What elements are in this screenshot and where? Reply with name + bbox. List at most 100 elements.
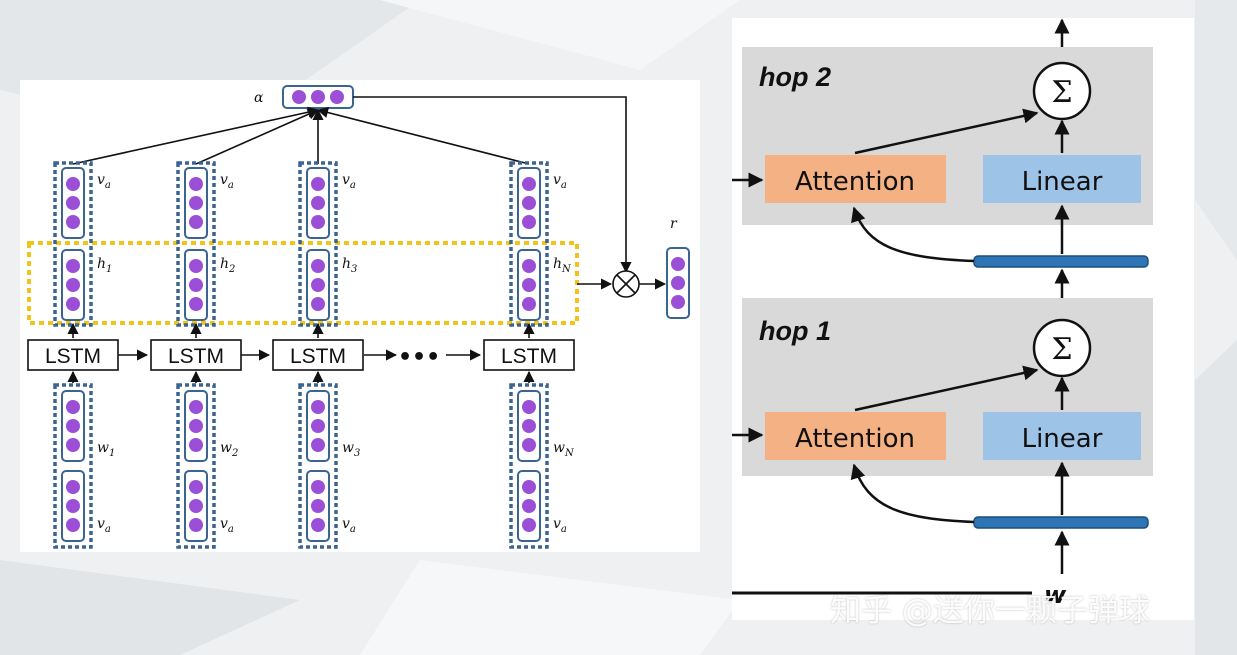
watermark: 知乎 @送你一颗子弹球 <box>830 593 1150 629</box>
aspect-top-node <box>189 196 203 210</box>
memory-network-diagram: hop 2 Attention Linear Σ hop 1 Attention… <box>732 18 1194 620</box>
aspect-top-node <box>189 177 203 191</box>
aspect-bottom-node <box>522 518 536 532</box>
aspect-top-node <box>66 215 80 229</box>
lstm-cell-label: LSTM <box>45 345 101 368</box>
word-node <box>311 419 325 433</box>
aspect-bottom-node <box>311 499 325 513</box>
word-label: w3 <box>342 440 360 459</box>
lstm-cell <box>272 339 364 371</box>
aspect-bottom-label: va <box>220 516 234 535</box>
r-node <box>671 295 685 309</box>
hop-2-sum-label: Σ <box>1051 75 1072 110</box>
product-node <box>616 274 636 294</box>
word-label: wN <box>553 440 575 459</box>
hidden-state-label: h1 <box>97 256 112 275</box>
aspect-bottom-node <box>66 499 80 513</box>
aspect-top-node <box>311 177 325 191</box>
aspect-top-node <box>189 215 203 229</box>
lstm-attention-svg: α r ••• vah1w1vaLSTMvah2w2vaLSTMvah3w3va… <box>27 85 690 549</box>
alpha-node <box>330 90 344 104</box>
aspect-bottom-label: va <box>342 516 356 535</box>
lstm-cell <box>27 339 119 371</box>
hidden-state-label: h2 <box>220 256 235 275</box>
hidden-state-label: h3 <box>342 256 357 275</box>
r-node <box>671 257 685 271</box>
hidden-state-node <box>66 259 80 273</box>
word-node <box>189 438 203 452</box>
hop-1-memory-bar <box>973 516 1149 529</box>
hop-1-sum-node <box>1032 318 1092 378</box>
r-label: r <box>670 216 678 232</box>
hop-1-sum-label: Σ <box>1051 332 1072 367</box>
input-embedding-group <box>509 383 549 549</box>
hop-1-linear-box <box>983 412 1141 460</box>
aspect-top-node <box>66 196 80 210</box>
hop-1-attention-box <box>765 412 946 460</box>
query-hidden-group <box>509 161 549 327</box>
word-node <box>66 438 80 452</box>
aspect-bottom-node <box>66 518 80 532</box>
hop-2-linear-box <box>983 155 1141 203</box>
lstm-cell-label: LSTM <box>168 345 224 368</box>
hidden-state-node <box>311 278 325 292</box>
hop-1-attention-label: Attention <box>795 424 915 454</box>
word-node <box>189 419 203 433</box>
aspect-top-node <box>522 215 536 229</box>
aspect-bottom-node <box>311 480 325 494</box>
aspect-bottom-label: va <box>553 516 567 535</box>
aspect-top-node <box>311 196 325 210</box>
aspect-bottom-node <box>189 518 203 532</box>
bottom-input-label: w <box>1044 581 1067 609</box>
input-embedding-group <box>176 383 216 549</box>
aspect-bottom-node <box>189 480 203 494</box>
word-node <box>522 438 536 452</box>
aspect-bottom-node <box>189 499 203 513</box>
aspect-bottom-label: va <box>97 516 111 535</box>
hidden-state-node <box>66 278 80 292</box>
r-node <box>671 276 685 290</box>
hidden-state-node <box>66 297 80 311</box>
input-embedding-group <box>298 383 338 549</box>
hidden-state-node <box>189 259 203 273</box>
hidden-state-node <box>311 297 325 311</box>
lstm-cell-label: LSTM <box>290 345 346 368</box>
word-node <box>311 400 325 414</box>
word-node <box>311 438 325 452</box>
hop-1-linear-label: Linear <box>1022 424 1103 454</box>
alpha-label: α <box>254 90 264 106</box>
hidden-state-highlight <box>27 241 579 325</box>
lstm-cell-label: LSTM <box>501 345 557 368</box>
hidden-state-node <box>522 259 536 273</box>
alpha-node <box>311 90 325 104</box>
attention-arrow <box>195 108 320 165</box>
hop-2-attention-box <box>765 155 946 203</box>
ellipsis: ••• <box>398 345 440 370</box>
hidden-state-node <box>522 278 536 292</box>
hop-1-label: hop 1 <box>759 316 831 346</box>
word-node <box>66 419 80 433</box>
hop-2-attention-label: Attention <box>795 167 915 197</box>
attention-arrow <box>72 106 320 165</box>
hop-1-memory-to-attention <box>850 463 975 524</box>
lstm-cell <box>150 339 242 371</box>
hidden-state-label: hN <box>553 256 572 275</box>
alpha-node <box>292 90 306 104</box>
word-node <box>522 400 536 414</box>
alpha-to-product-arrow <box>353 96 632 274</box>
aspect-top-node <box>66 177 80 191</box>
attention-arrow <box>316 107 530 165</box>
hop-2-linear-label: Linear <box>1022 167 1103 197</box>
aspect-top-label: va <box>220 172 234 191</box>
aspect-bottom-node <box>522 480 536 494</box>
hop-1-attention-to-sum <box>854 365 1039 412</box>
hidden-state-node <box>189 297 203 311</box>
aspect-top-label: va <box>97 172 111 191</box>
hop-2-sum-node <box>1032 61 1092 121</box>
hidden-state-node <box>311 259 325 273</box>
aspect-top-node <box>522 196 536 210</box>
query-hidden-group <box>298 161 338 327</box>
lstm-cell <box>483 339 575 371</box>
word-label: w2 <box>220 440 238 459</box>
